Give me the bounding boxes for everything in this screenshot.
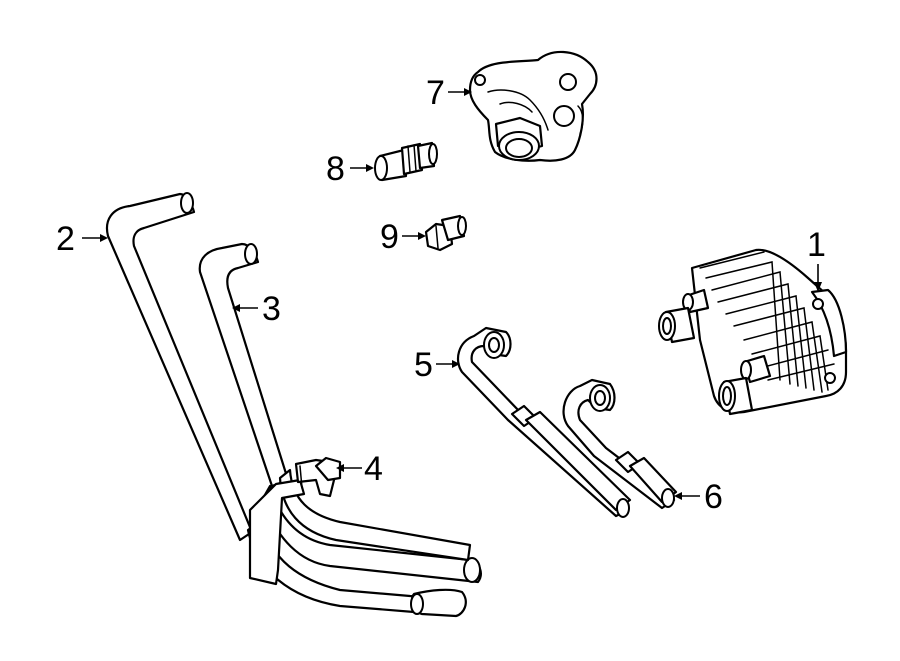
part-1-cooler (658, 248, 848, 416)
callout-group-5: 5 (414, 346, 460, 384)
callout-9-label: 9 (380, 218, 399, 256)
callout-2-label: 2 (56, 220, 75, 258)
part-3-hose (198, 242, 290, 488)
callout-group-3: 3 (232, 290, 281, 328)
callout-6-label: 6 (704, 478, 723, 516)
callout-3-label: 3 (262, 290, 281, 328)
callout-1-label: 1 (807, 226, 826, 264)
part-7-housing (468, 50, 598, 162)
callout-group-7: 7 (426, 74, 472, 112)
part-2-hose (105, 192, 254, 542)
callout-8-label: 8 (326, 150, 345, 188)
callout-7-label: 7 (426, 74, 445, 112)
callout-group-8: 8 (326, 150, 374, 188)
callout-4-label: 4 (364, 450, 383, 488)
callout-group-4: 4 (336, 450, 383, 488)
part-8-connector (374, 141, 438, 182)
part-5-tube (456, 326, 632, 518)
callout-group-1: 1 (807, 226, 826, 292)
callout-5-label: 5 (414, 346, 433, 384)
callout-group-9: 9 (380, 218, 426, 256)
callout-group-2: 2 (56, 220, 108, 258)
callout-group-6: 6 (674, 478, 723, 516)
part-9-fitting (424, 214, 467, 252)
bracket-assembly (246, 456, 482, 618)
part-6-tube (562, 378, 678, 510)
